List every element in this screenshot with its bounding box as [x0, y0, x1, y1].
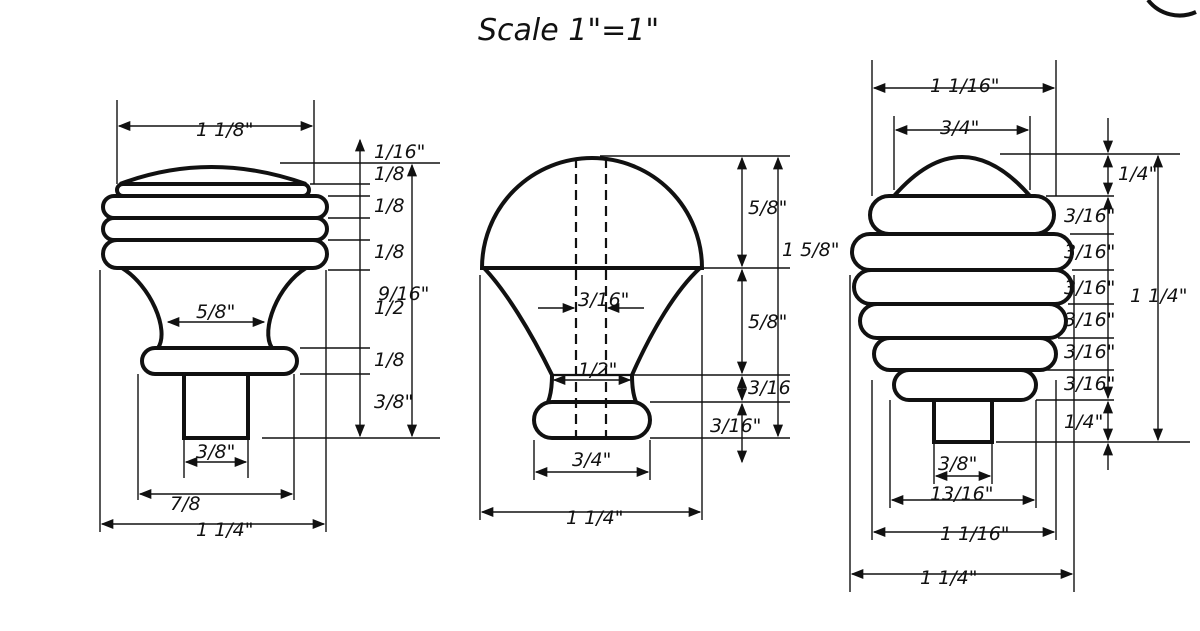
knob-c-dome-width: 3/4" — [940, 117, 979, 139]
knob-b-neck-depth: 5/8" — [748, 311, 787, 333]
knob-c-width-b: 1 1/16" — [940, 523, 1010, 545]
knob-a-dim-2: 1/8 — [374, 163, 405, 185]
knob-a-neck: 5/8" — [196, 301, 235, 323]
knob-c-dim-1: 1/4" — [1118, 163, 1157, 185]
knob-c-dim-5: 3/16" — [1064, 309, 1115, 331]
knob-a-dim-1: 1/16" — [374, 141, 425, 163]
knob-c-top-width: 1 1/16" — [930, 75, 1000, 97]
knob-a-outline — [101, 165, 329, 440]
knob-c-dim-2: 3/16" — [1064, 205, 1115, 227]
knob-a-height: 9/16" — [378, 283, 429, 305]
scale-label: Scale 1"=1" — [478, 13, 659, 48]
knob-a-width-bottom: 1 1/4" — [196, 519, 253, 541]
knob-b-collar: 3/16 — [748, 377, 791, 399]
knob-c-dim-7: 3/16" — [1064, 373, 1115, 395]
knob-c-base: 13/16" — [930, 483, 994, 505]
knob-b-width-bottom: 1 1/4" — [566, 507, 623, 529]
knob-b: 5/8" 1 5/8" 3/16" 5/8" 1/2" 3/16 3/16" 3… — [479, 155, 839, 529]
knob-c-dim-3: 3/16" — [1064, 241, 1115, 263]
knob-c: 1 1/16" 3/4" 1/4" 3/16" 3/16" 3/16" 3/16… — [849, 60, 1190, 592]
knob-c-shank: 3/8" — [938, 453, 977, 475]
knob-b-neck: 1/2" — [578, 359, 617, 381]
knob-c-dim-4: 3/16" — [1064, 277, 1115, 299]
knob-a-base: 7/8 — [170, 493, 201, 515]
knob-a-dim-7: 3/8" — [374, 391, 413, 413]
knob-c-dim-6: 3/16" — [1064, 341, 1115, 363]
knob-a-dim-3: 1/8 — [374, 195, 405, 217]
knob-a-dim-6: 1/8 — [374, 349, 405, 371]
knob-a: 1 1/8" 5/8" 3/8" 7/8 1 1/4" 1/16" 1/8 1/… — [99, 100, 440, 541]
knob-b-top-depth: 5/8" — [748, 197, 787, 219]
knob-a-dim-4: 1/8 — [374, 241, 405, 263]
knob-a-shank: 3/8" — [196, 441, 235, 463]
knob-c-outline — [850, 155, 1074, 444]
knob-b-bore: 3/16" — [578, 289, 629, 311]
knob-b-collar-b: 3/16" — [710, 415, 761, 437]
sheet-number-circle — [1146, 0, 1197, 18]
knob-b-total-height: 1 5/8" — [782, 239, 839, 261]
knob-c-dim-8: 1/4" — [1064, 411, 1103, 433]
knob-a-width-top: 1 1/8" — [196, 119, 253, 141]
knob-c-height: 1 1/4" — [1130, 285, 1187, 307]
knob-b-foot: 3/4" — [572, 449, 611, 471]
knob-a-dim-5: 1/2 — [374, 297, 405, 319]
knob-c-width-bottom: 1 1/4" — [920, 567, 977, 589]
